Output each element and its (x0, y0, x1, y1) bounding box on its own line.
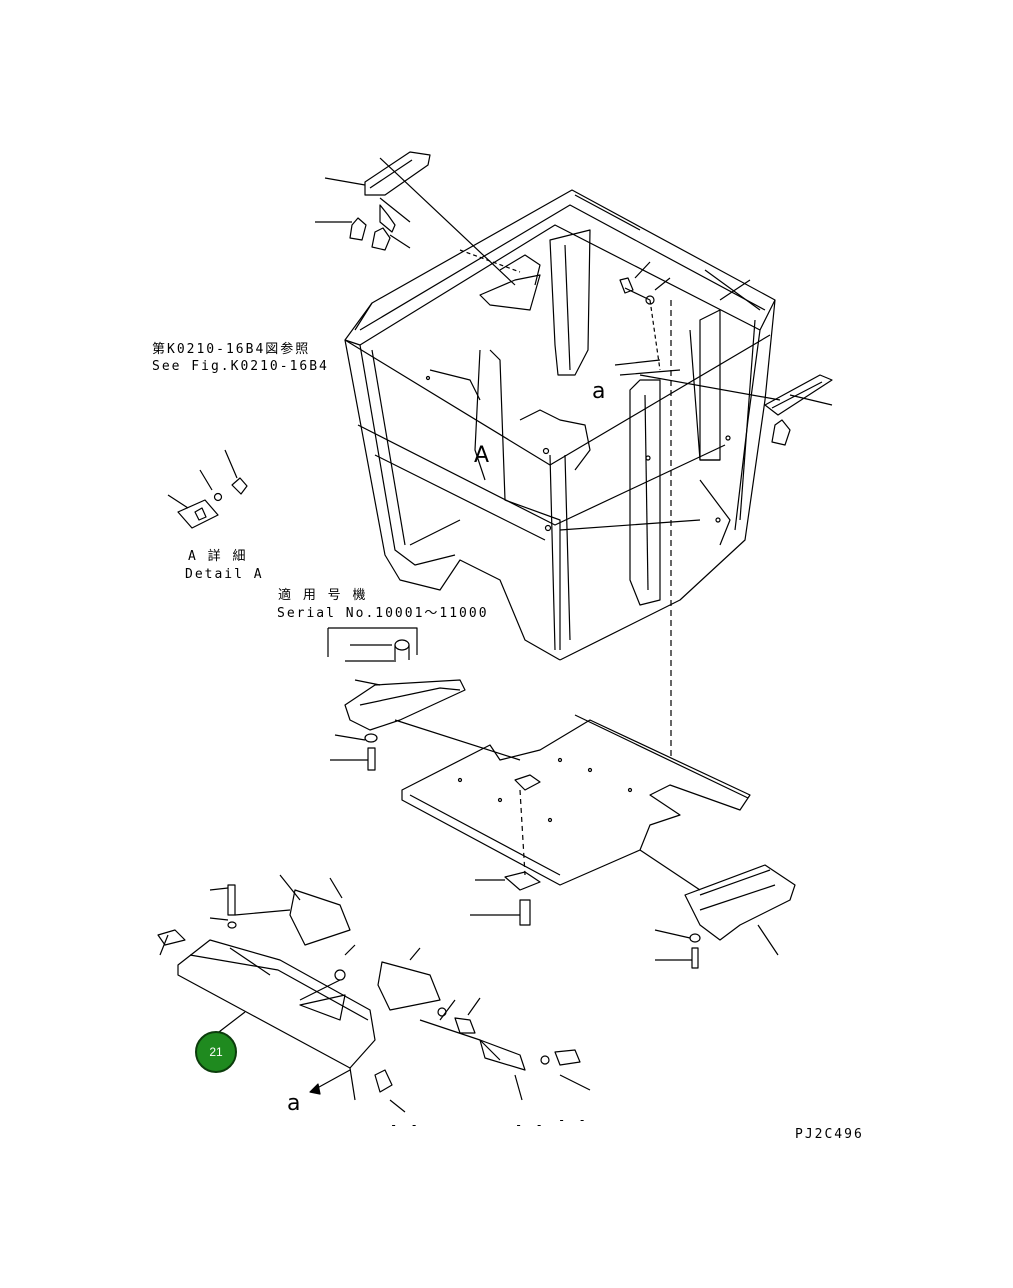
serial-bracket-group (327, 627, 521, 771)
figure-ref-en: See Fig.K0210-16B4 (152, 359, 329, 374)
part-number-callout[interactable]: 21 (195, 1031, 237, 1073)
right-bolt-group (619, 261, 833, 446)
upper-bracket-group (315, 151, 516, 286)
detail-a-jp: A 詳 細 (188, 549, 248, 564)
figure-ref-jp: 第K0210-16B4図参照 (152, 342, 311, 357)
right-step-cover (639, 849, 796, 969)
blank-ref-3: - - (558, 1113, 589, 1127)
view-marker-a-bottom: a (287, 1091, 301, 1116)
blank-ref-2: - - (515, 1118, 546, 1132)
serial-label-jp: 適 用 号 機 (278, 588, 368, 603)
front-lower-cover (157, 874, 591, 1113)
detail-a-parts (167, 449, 248, 529)
serial-label-en: Serial No.10001～11000 (277, 606, 489, 621)
detail-marker-A: A (474, 443, 490, 468)
floor-plate (401, 714, 751, 886)
center-clip (470, 871, 541, 926)
view-marker-a-top: a (592, 379, 606, 404)
blank-ref-1: - - (390, 1118, 421, 1132)
drawing-code: PJ2C496 (795, 1127, 864, 1142)
cab-frame (344, 189, 776, 760)
detail-a-en: Detail A (185, 567, 264, 582)
